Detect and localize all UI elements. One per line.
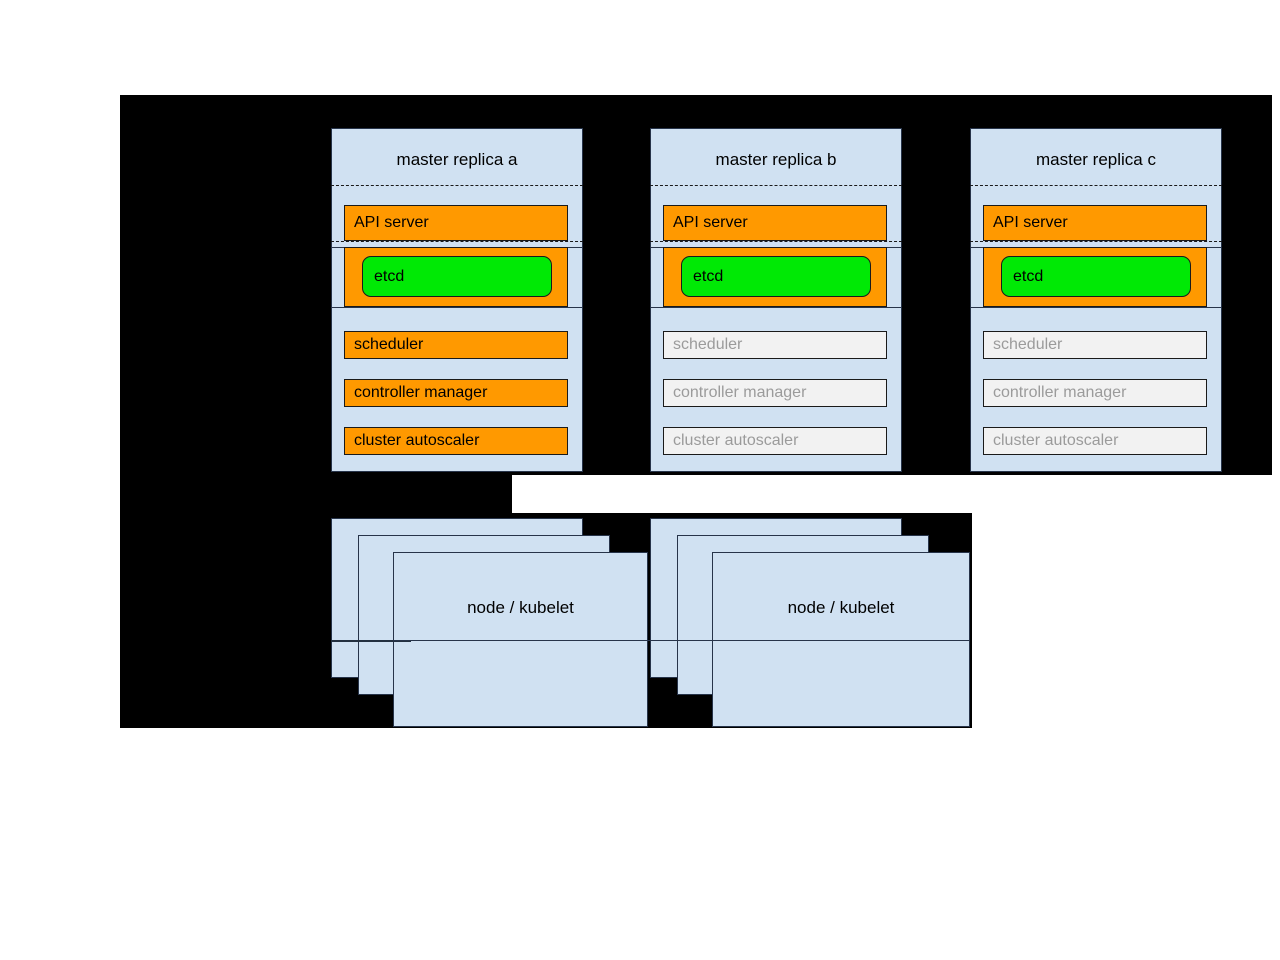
master-b-scheduler[interactable]: scheduler xyxy=(663,331,887,359)
master-a-api-server[interactable]: API server xyxy=(344,205,568,241)
master-c-api-divider xyxy=(970,241,1222,242)
master-c-etcd-bottom-rule xyxy=(970,307,1222,308)
master-replica-a-title: master replica a xyxy=(396,150,518,169)
master-c-api-server[interactable]: API server xyxy=(983,205,1207,241)
master-a-scheduler[interactable]: scheduler xyxy=(344,331,568,359)
node-tier-rule-span xyxy=(393,640,970,641)
master-b-cluster-autoscaler[interactable]: cluster autoscaler xyxy=(663,427,887,455)
master-a-etcd[interactable]: etcd xyxy=(362,256,552,297)
master-a-etcd-bottom-rule xyxy=(331,307,583,308)
master-c-etcd[interactable]: etcd xyxy=(1001,256,1191,297)
master-b-controller-manager[interactable]: controller manager xyxy=(663,379,887,407)
master-a-cluster-autoscaler[interactable]: cluster autoscaler xyxy=(344,427,568,455)
node-tier-rule-left xyxy=(331,640,411,642)
master-c-cluster-autoscaler[interactable]: cluster autoscaler xyxy=(983,427,1207,455)
node-group-2-label: node / kubelet xyxy=(787,598,895,617)
master-b-etcd[interactable]: etcd xyxy=(681,256,871,297)
master-a-title-divider xyxy=(331,185,583,186)
master-c-controller-manager[interactable]: controller manager xyxy=(983,379,1207,407)
master-c-scheduler[interactable]: scheduler xyxy=(983,331,1207,359)
master-b-etcd-bottom-rule xyxy=(650,307,902,308)
master-b-api-divider xyxy=(650,241,902,242)
master-a-api-divider xyxy=(331,241,583,242)
master-replica-c-title: master replica c xyxy=(1036,150,1156,169)
master-b-api-server[interactable]: API server xyxy=(663,205,887,241)
master-b-title-divider xyxy=(650,185,902,186)
master-a-controller-manager[interactable]: controller manager xyxy=(344,379,568,407)
master-replica-b-title: master replica b xyxy=(715,150,837,169)
master-c-title-divider xyxy=(970,185,1222,186)
node-group-2-card-front[interactable] xyxy=(712,552,970,727)
node-group-1-label: node / kubelet xyxy=(467,598,574,617)
node-group-1-card-front[interactable] xyxy=(393,552,648,727)
